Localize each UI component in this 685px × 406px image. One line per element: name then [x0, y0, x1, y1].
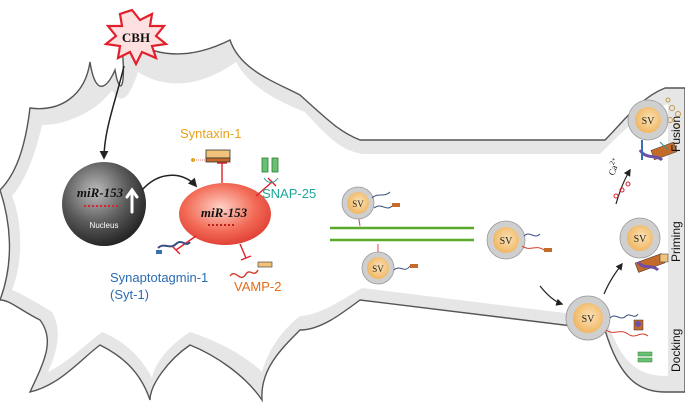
- vesicle-terminal: [486, 220, 552, 260]
- syntaxin-icon: [191, 149, 231, 163]
- vesicle-upper: [341, 186, 400, 227]
- vesicle-docking: [565, 295, 649, 341]
- nucleus-mirna-label: miR-153: [77, 185, 124, 200]
- up-arrow-icon: [125, 187, 139, 214]
- vamp2-label: VAMP-2: [234, 279, 281, 294]
- mirna-cytoplasm-label: miR-153: [201, 205, 248, 220]
- synaptotagmin-icon: [156, 241, 191, 254]
- cbh-starburst: [103, 8, 169, 67]
- vesicle-lower: [361, 244, 418, 285]
- sv-label: SV: [642, 116, 656, 127]
- mirna-cytoplasm: [179, 183, 271, 245]
- sv-label: SV: [352, 199, 364, 209]
- arrow-to-fusion: [615, 168, 631, 205]
- synaptotagmin-label-line1: Synaptotagmin-1: [110, 270, 208, 285]
- microtubules: [330, 226, 474, 242]
- sv-label: SV: [634, 234, 648, 245]
- stage-fusion: Fusion: [669, 116, 683, 152]
- calcium-label: Ca2+: [605, 156, 622, 177]
- cbh-label: CBH: [122, 30, 150, 45]
- vesicle-priming: [619, 217, 669, 273]
- vesicle-fusion: [627, 99, 678, 162]
- nucleus: [62, 162, 146, 246]
- calcium-ions: [613, 181, 631, 199]
- docking-snare: [637, 351, 653, 363]
- stage-docking: Docking: [669, 329, 683, 372]
- cytoplasm: [12, 62, 668, 378]
- synaptotagmin-label-line2: (Syt-1): [110, 287, 149, 302]
- syntaxin-label: Syntaxin-1: [180, 126, 241, 141]
- arrow-to-docking: [539, 285, 564, 306]
- arrow-nucleus-to-mirna: [141, 174, 198, 191]
- sv-label: SV: [500, 236, 514, 247]
- stage-priming: Priming: [669, 221, 683, 262]
- sv-label: SV: [372, 264, 384, 274]
- nucleus-label: Nucleus: [90, 221, 119, 230]
- snap25-icon: [261, 157, 279, 183]
- snap25-label: SNAP-25: [262, 186, 316, 201]
- neurotransmitter-dots: [665, 97, 681, 129]
- arrow-cbh-to-nucleus: [99, 65, 125, 160]
- vamp2-icon: [229, 261, 273, 279]
- sv-label: SV: [582, 314, 596, 325]
- arrow-to-priming: [603, 262, 623, 295]
